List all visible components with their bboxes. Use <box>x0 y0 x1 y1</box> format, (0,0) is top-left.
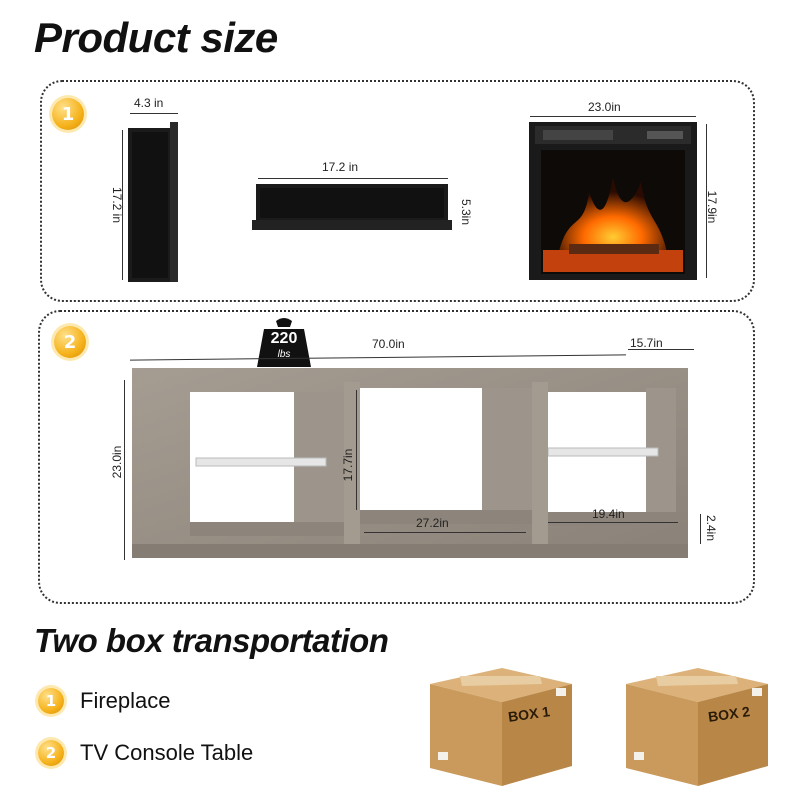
transport-item-badge-1: 1 <box>38 688 64 714</box>
console-inner-height-label: 17.7in <box>341 448 355 482</box>
top-piece-width-label: 17.2 in <box>322 160 359 174</box>
fireplace-width-line <box>530 116 696 117</box>
fireplace-width-label: 23.0in <box>588 100 621 114</box>
console-dimensions-panel <box>38 310 755 604</box>
fireplace-height-line <box>706 124 707 278</box>
page-title: Product size <box>34 14 278 61</box>
top-piece-width-line <box>258 178 448 179</box>
transport-item-console: TV Console Table <box>80 740 254 765</box>
side-piece-width-label: 4.3 in <box>134 96 164 110</box>
transport-item-fireplace: Fireplace <box>80 688 171 713</box>
weight-unit: lbs <box>277 349 291 360</box>
console-center-width-line <box>364 532 526 533</box>
console-height-line <box>124 380 125 560</box>
console-leg-height-label: 2.4in <box>704 514 718 542</box>
fireplace-height-label: 17.9in <box>705 190 719 224</box>
console-side-width-line <box>548 522 678 523</box>
weight-value: 220 <box>270 330 298 347</box>
box-1-illustration <box>430 668 572 786</box>
console-height-label: 23.0in <box>110 445 124 479</box>
transport-item-badge-2: 2 <box>38 740 64 766</box>
side-piece-height-line <box>122 130 123 280</box>
side-piece-width-line <box>130 113 178 114</box>
top-piece-height-label: 5.3in <box>459 198 473 226</box>
transport-title: Two box transportation <box>34 622 389 659</box>
fireplace-illustration <box>529 122 697 280</box>
section-badge-1: 1 <box>52 98 84 130</box>
console-side-width-label: 19.4in <box>592 507 625 521</box>
top-piece-illustration <box>252 184 452 230</box>
console-inner-height-line <box>356 390 357 510</box>
console-depth-line <box>628 349 694 350</box>
side-piece-illustration <box>128 122 178 282</box>
console-leg-height-line <box>700 514 701 544</box>
console-center-width-label: 27.2in <box>416 516 449 530</box>
console-depth-label: 15.7in <box>630 336 663 350</box>
console-length-label: 70.0in <box>372 337 405 351</box>
box-2-illustration <box>626 668 768 786</box>
tv-console-illustration <box>132 368 688 558</box>
section-badge-2: 2 <box>54 326 86 358</box>
fireplace-dimensions-panel <box>40 80 755 302</box>
